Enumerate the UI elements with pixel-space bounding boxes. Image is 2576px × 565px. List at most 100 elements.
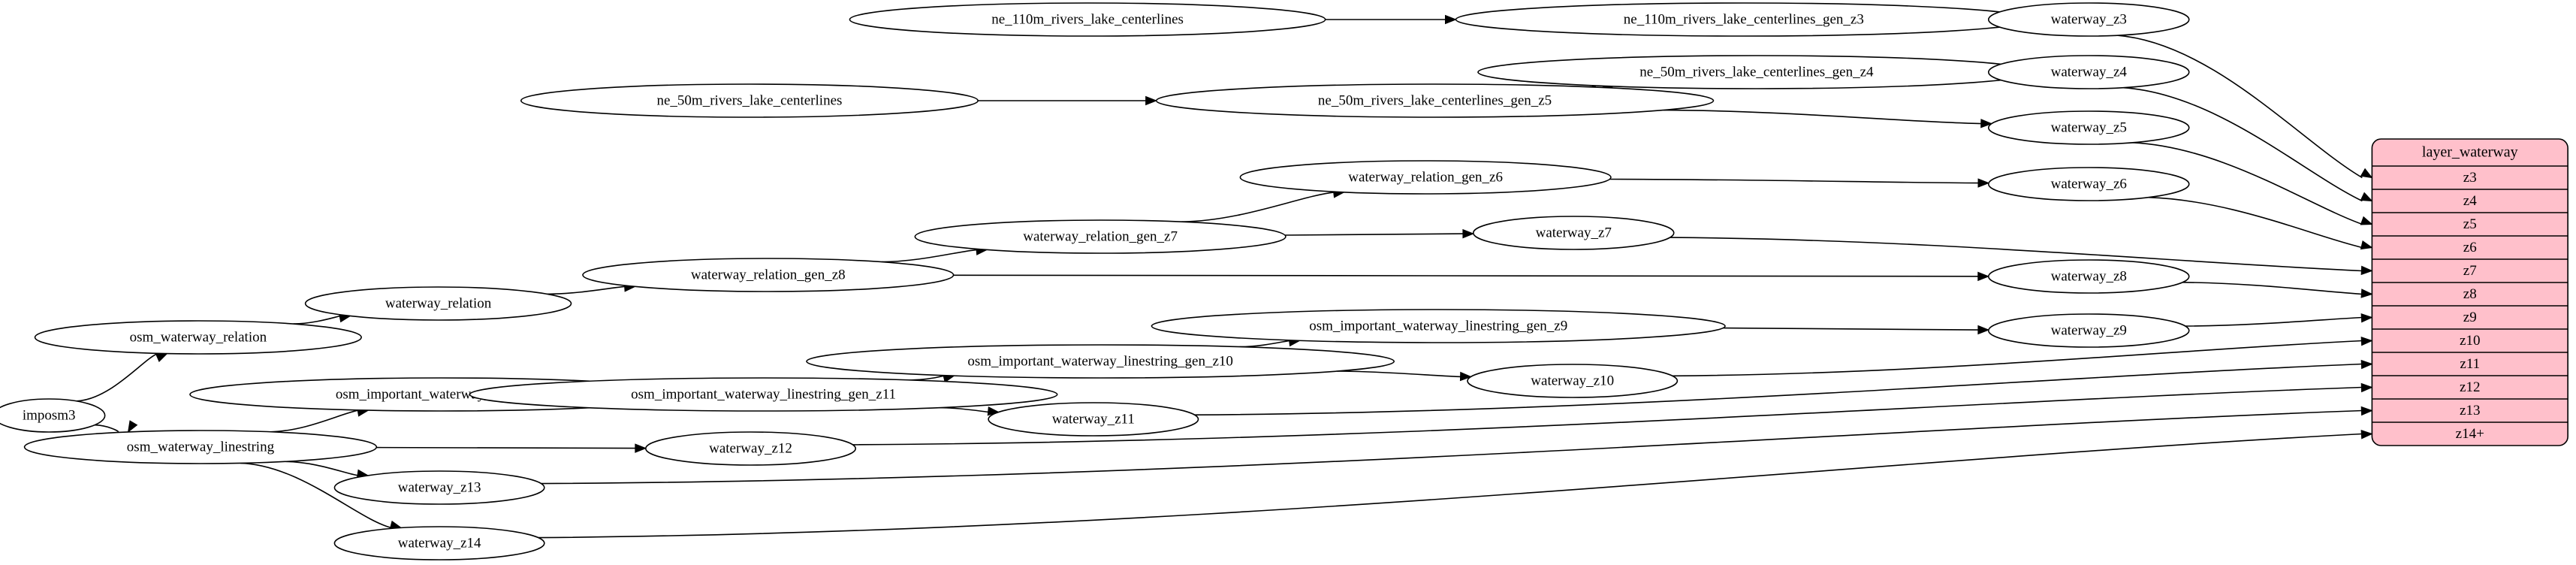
graph-node-waterway_z9[interactable]: waterway_z9 — [1987, 313, 2190, 348]
graph-node-waterway_z14[interactable]: waterway_z14 — [333, 526, 545, 560]
record-row-z6[interactable]: z6 — [2463, 240, 2477, 255]
edge-line — [1723, 327, 1979, 331]
record-row-z10[interactable]: z10 — [2460, 333, 2480, 349]
edge-osm_waterway_linestring-to-waterway_z13 — [285, 461, 370, 479]
edge-arrowhead — [1145, 95, 1157, 106]
graph-node-osm_important_waterway_linestring_gen_z11[interactable]: osm_important_waterway_linestring_gen_z1… — [469, 377, 1058, 412]
edge-waterway_z5-to-layer_waterway-z5 — [2132, 142, 2373, 225]
graph-node-ne_50m_rivers_lake_centerlines_gen_z4[interactable]: ne_50m_rivers_lake_centerlines_gen_z4 — [1477, 55, 2036, 89]
node-shape — [469, 377, 1058, 412]
graph-node-waterway_relation_gen_z7[interactable]: waterway_relation_gen_z7 — [914, 219, 1286, 254]
graph-node-waterway_z3[interactable]: waterway_z3 — [1987, 2, 2190, 37]
node-shape — [34, 320, 362, 355]
node-label: osm_important_waterway_linestring_gen_z9 — [1309, 318, 1567, 334]
node-label: waterway_z3 — [2051, 11, 2127, 27]
edge-line — [376, 446, 636, 449]
node-label: imposm3 — [23, 407, 76, 423]
edge-arrowhead — [2360, 216, 2373, 225]
node-shape — [0, 398, 106, 433]
graph-node-waterway_z6[interactable]: waterway_z6 — [1987, 167, 2190, 201]
graph-node-waterway_z12[interactable]: waterway_z12 — [645, 431, 856, 466]
record-row-label: z14+ — [2456, 426, 2484, 442]
record-row-z4[interactable]: z4 — [2463, 193, 2477, 209]
edge-line — [1670, 237, 2363, 272]
record-row-label: z11 — [2460, 356, 2480, 372]
edge-arrowhead — [155, 353, 168, 363]
graph-node-waterway_z11[interactable]: waterway_z11 — [988, 402, 1199, 437]
node-shape — [1987, 167, 2190, 201]
record-title: layer_waterway — [2422, 144, 2518, 161]
edge-waterway_z9-to-layer_waterway-z9 — [2185, 313, 2373, 327]
record-node-layer: layer_waterway z3 z4 z5 z6 z7 z8 z9 z10 z11 z12 z13… — [2371, 138, 2568, 446]
node-shape — [520, 83, 979, 118]
node-label: ne_110m_rivers_lake_centerlines — [991, 11, 1184, 27]
record-row-label: z5 — [2463, 216, 2477, 232]
nodes-layer: imposm3 osm_waterway_relation osm_waterway… — [0, 2, 2190, 560]
node-shape — [988, 402, 1199, 437]
graph-node-waterway_z4[interactable]: waterway_z4 — [1987, 55, 2190, 89]
edge-arrowhead — [635, 443, 647, 453]
node-label: waterway_z11 — [1052, 411, 1135, 427]
edge-arrowhead — [1459, 371, 1472, 382]
record-row-z14+[interactable]: z14+ — [2456, 426, 2484, 442]
graph-node-osm_waterway_linestring[interactable]: osm_waterway_linestring — [23, 430, 378, 464]
edge-arrowhead — [1977, 178, 1990, 188]
edge-arrowhead — [1977, 325, 1990, 335]
edge-arrowhead — [2360, 192, 2373, 202]
edge-waterway_z14-to-layer_waterway-z14+ — [538, 430, 2373, 539]
edge-arrowhead — [2360, 406, 2373, 416]
edge-waterway_z12-to-layer_waterway-z12 — [852, 382, 2373, 446]
edge-osm_waterway_linestring-to-osm_important_waterway_linestring — [270, 407, 370, 433]
graph-node-waterway_relation_gen_z8[interactable]: waterway_relation_gen_z8 — [582, 258, 955, 292]
record-row-z11[interactable]: z11 — [2460, 356, 2480, 372]
node-label: ne_50m_rivers_lake_centerlines — [656, 92, 842, 108]
edge-line — [1337, 370, 1461, 378]
graph-node-ne_110m_rivers_lake_centerlines_gen_z3[interactable]: ne_110m_rivers_lake_centerlines_gen_z3 — [1455, 2, 2032, 37]
graph-node-ne_50m_rivers_lake_centerlines_gen_z5[interactable]: ne_50m_rivers_lake_centerlines_gen_z5 — [1155, 83, 1715, 118]
edge-line — [2122, 86, 2363, 202]
edge-line — [285, 461, 359, 476]
graph-node-osm_waterway_relation[interactable]: osm_waterway_relation — [34, 320, 362, 355]
graph-node-waterway_z10[interactable]: waterway_z10 — [1467, 364, 1679, 398]
edge-line — [2148, 196, 2363, 249]
graph-node-ne_110m_rivers_lake_centerlines[interactable]: ne_110m_rivers_lake_centerlines — [849, 2, 1326, 37]
graph-node-osm_important_waterway_linestring_gen_z10[interactable]: osm_important_waterway_linestring_gen_z1… — [806, 344, 1395, 379]
record-row-label: z7 — [2463, 263, 2477, 279]
record-row-z12[interactable]: z12 — [2460, 379, 2480, 395]
record-row-z9[interactable]: z9 — [2463, 310, 2477, 325]
graph-node-waterway_z7[interactable]: waterway_z7 — [1472, 216, 1675, 250]
node-shape — [1987, 55, 2190, 89]
edge-osm_important_waterway_linestring_gen_z11-to-waterway_z11 — [939, 406, 1000, 416]
edge-waterway_z8-to-layer_waterway-z8 — [2182, 282, 2373, 298]
edge-line — [293, 315, 341, 325]
record-row-z5[interactable]: z5 — [2463, 216, 2477, 232]
graph-node-osm_important_waterway_linestring_gen_z9[interactable]: osm_important_waterway_linestring_gen_z9 — [1151, 309, 1726, 343]
graph-node-waterway_relation_gen_z6[interactable]: waterway_relation_gen_z6 — [1239, 160, 1612, 195]
record-row-label: z8 — [2463, 286, 2477, 302]
graph-node-imposm3[interactable]: imposm3 — [0, 398, 106, 433]
edge-osm_important_waterway_linestring_gen_z10-to-waterway_z10 — [1337, 370, 1472, 382]
graph-node-waterway_z5[interactable]: waterway_z5 — [1987, 110, 2190, 145]
record-row-z3[interactable]: z3 — [2463, 170, 2477, 186]
graph-node-waterway_z13[interactable]: waterway_z13 — [333, 470, 545, 505]
node-shape — [582, 258, 955, 292]
graph-node-waterway_z8[interactable]: waterway_z8 — [1987, 259, 2190, 294]
record-node-layer-waterway[interactable]: layer_waterway z3 z4 z5 z6 z7 z8 z9 z10 z11 z12 z13… — [2371, 138, 2568, 446]
edge-arrowhead — [1444, 14, 1457, 25]
edge-line — [1194, 363, 2363, 415]
edge-ne_50m_rivers_lake_centerlines_gen_z5-to-waterway_z5 — [1663, 109, 1993, 128]
graph-node-waterway_relation[interactable]: waterway_relation — [304, 286, 572, 321]
record-row-label: z6 — [2463, 240, 2477, 255]
record-row-z8[interactable]: z8 — [2463, 286, 2477, 302]
node-label: waterway_z12 — [709, 440, 792, 456]
edge-waterway_z6-to-layer_waterway-z6 — [2148, 196, 2373, 250]
node-shape — [849, 2, 1326, 37]
graph-node-ne_50m_rivers_lake_centerlines[interactable]: ne_50m_rivers_lake_centerlines — [520, 83, 979, 118]
edge-waterway_relation_gen_z7-to-waterway_z7 — [1284, 228, 1475, 239]
record-row-z7[interactable]: z7 — [2463, 263, 2477, 279]
record-row-label: z9 — [2463, 310, 2477, 325]
node-label: ne_110m_rivers_lake_centerlines_gen_z3 — [1624, 11, 1864, 27]
record-row-z13[interactable]: z13 — [2460, 403, 2480, 418]
node-shape — [333, 470, 545, 505]
